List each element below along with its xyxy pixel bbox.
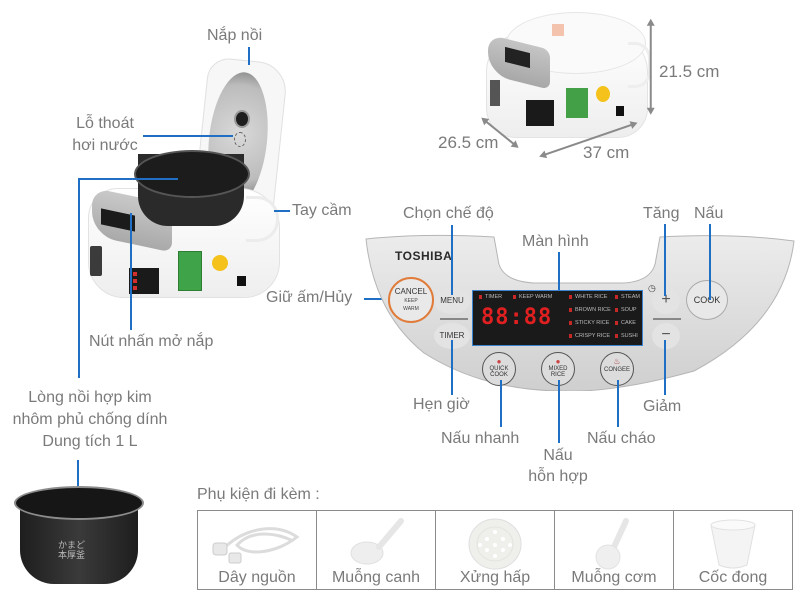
- callout-line-decrease: [664, 340, 666, 395]
- inner-pot-rim: [14, 486, 144, 520]
- mixed-rice-icon: ●: [555, 357, 561, 366]
- closed-cooker-side-label: [490, 80, 500, 106]
- callout-line-congee: [617, 380, 619, 427]
- indicator-steam: STEAM: [615, 294, 640, 300]
- congee-bowl-icon: ♨: [613, 357, 621, 366]
- indicator-cake: CAKE: [615, 320, 636, 326]
- energy-label-sticker: [178, 251, 202, 291]
- increase-button[interactable]: +: [652, 288, 680, 314]
- callout-line-inner-pot-bottom: [77, 460, 79, 488]
- lcd-display: TIMER KEEP WARM WHITE RICE STEAM BROWN R…: [472, 290, 643, 346]
- callout-line-lid-release: [130, 213, 132, 330]
- label-display: Màn hình: [522, 233, 589, 250]
- callout-line-timer: [451, 340, 453, 395]
- decrease-button[interactable]: −: [652, 323, 680, 349]
- callout-line-inner-pot-v: [78, 178, 80, 378]
- label-keep-warm-cancel: Giữ ấm/Hủy: [266, 289, 353, 306]
- warm-label: WARM: [403, 306, 419, 312]
- lid-valve: [234, 110, 250, 128]
- rice-paddle-icon: [595, 518, 629, 570]
- accessory-item: Muỗng canh: [317, 511, 436, 589]
- indicator-white-rice: WHITE RICE: [569, 294, 607, 300]
- closed-cooker-logo-mark: [552, 24, 564, 36]
- label-inner-pot-3: Dung tích 1 L: [42, 433, 138, 450]
- callout-line-mixed: [558, 380, 560, 443]
- steamer-tray-icon: [468, 518, 522, 570]
- callout-line-increase: [664, 224, 666, 296]
- label-steam-vent-1: Lỗ thoát: [76, 115, 134, 132]
- menu-timer-divider: [440, 318, 468, 320]
- callout-line-quick-cook: [500, 380, 502, 427]
- brand-logo: TOSHIBA: [395, 249, 453, 263]
- closed-cooker-black-sticker: [526, 100, 554, 126]
- height-arrow: [650, 20, 652, 113]
- label-menu-select: Chọn chế độ: [403, 205, 494, 222]
- power-cord-icon: [212, 527, 300, 564]
- soup-ladle-icon: [350, 518, 404, 565]
- cooker-handle: [246, 196, 279, 242]
- cancel-label: CANCEL: [394, 287, 428, 296]
- label-inner-pot-1: Lòng nồi hợp kim: [28, 389, 152, 406]
- accessory-item: Dây nguồn: [198, 511, 317, 589]
- indicator-keep-warm: KEEP WARM: [513, 294, 552, 300]
- callout-line-lid: [248, 47, 250, 65]
- callout-line-cook: [709, 224, 711, 300]
- closed-cooker-socket: [616, 106, 624, 116]
- cooker-pot-rim: [134, 150, 250, 198]
- closed-cooker-yellow-sticker: [596, 86, 610, 102]
- closed-cooker-handle: [628, 42, 651, 88]
- quick-cook-icon: ●: [496, 357, 502, 366]
- indicator-soup: SOUP: [615, 307, 637, 313]
- callout-line-inner-pot-h: [78, 178, 178, 180]
- indicator-sushi: SUSHI: [615, 333, 638, 339]
- label-inner-pot-2: nhôm phủ chống dính: [12, 411, 168, 428]
- inner-pot-print: かまど 本厚釜: [58, 540, 86, 560]
- indicator-brown-rice: BROWN RICE: [569, 307, 611, 313]
- label-lid-release-button: Nút nhấn mở nắp: [89, 333, 214, 350]
- label-mixed-2: hỗn hợp: [528, 468, 588, 485]
- label-handle: Tay cầm: [292, 202, 352, 219]
- warranty-sticker: [212, 255, 228, 271]
- label-congee: Nấu cháo: [587, 430, 656, 447]
- accessory-item: Xửng hấp: [436, 511, 555, 589]
- label-decrease: Giảm: [643, 398, 682, 415]
- lcd-digits: 88:88: [481, 305, 553, 330]
- mixed-rice-button[interactable]: ● MIXED RICE: [541, 352, 575, 386]
- dimension-depth: 26.5 cm: [438, 133, 499, 152]
- accessories-table: Dây nguồn Muỗng canh Xửng hấp Muỗng cơm …: [197, 510, 793, 590]
- dimension-height: 21.5 cm: [659, 62, 720, 81]
- callout-line-steam-vent: [143, 135, 233, 137]
- quick-cook-button[interactable]: ● QUICK COOK: [482, 352, 516, 386]
- indicator-sticky-rice: STICKY RICE: [569, 320, 609, 326]
- accessory-item: Muỗng cơm: [555, 511, 674, 589]
- label-timer: Hẹn giờ: [413, 396, 470, 413]
- callout-line-display: [558, 252, 560, 290]
- black-sticker: [129, 268, 159, 294]
- label-lid: Nắp nồi: [207, 27, 263, 44]
- label-mixed-1: Nấu: [543, 447, 573, 464]
- label-steam-vent-2: hơi nước: [72, 137, 138, 154]
- indicator-crispy-rice: CRISPY RICE: [569, 333, 610, 339]
- callout-line-menu: [451, 225, 453, 295]
- accessory-item: Cốc đong: [674, 511, 792, 589]
- dimension-width: 37 cm: [583, 143, 630, 162]
- power-socket: [237, 276, 246, 286]
- callout-line-handle: [274, 210, 290, 212]
- indicator-timer: TIMER: [479, 294, 502, 300]
- side-label: [90, 246, 102, 276]
- plus-minus-divider: [653, 318, 681, 320]
- keep-label: KEEP: [404, 298, 418, 304]
- steam-vent: [234, 132, 246, 147]
- label-cook: Nấu: [694, 205, 724, 222]
- label-quick-cook: Nấu nhanh: [441, 430, 520, 447]
- label-increase: Tăng: [643, 205, 680, 222]
- cancel-keep-warm-button[interactable]: CANCEL KEEP WARM: [388, 277, 434, 323]
- measuring-cup-icon: [710, 519, 756, 569]
- closed-cooker-green-sticker: [566, 88, 588, 118]
- accessories-title: Phụ kiện đi kèm :: [197, 486, 320, 503]
- clock-icon: ◷: [648, 283, 656, 293]
- cook-button[interactable]: COOK: [686, 280, 728, 320]
